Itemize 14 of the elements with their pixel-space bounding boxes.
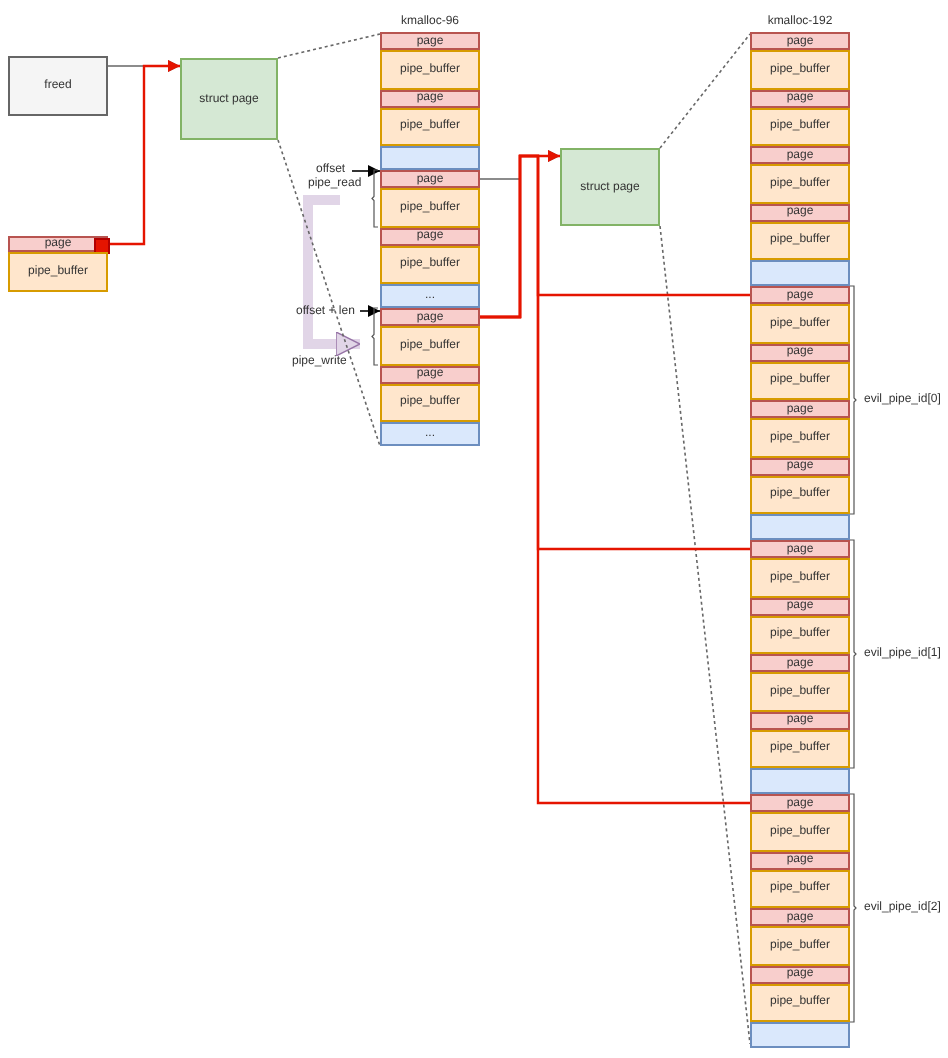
zoom-line — [659, 33, 751, 149]
zoom-line — [277, 139, 381, 447]
free-slot — [750, 260, 850, 286]
arrow — [359, 305, 381, 317]
zoom-line — [659, 225, 751, 1045]
free-slot — [750, 768, 850, 794]
zoom-line — [277, 33, 381, 59]
free-slot — [750, 1022, 850, 1048]
free-slot — [380, 146, 480, 170]
connector-line — [480, 154, 750, 805]
arrow — [303, 195, 361, 357]
arrow — [351, 165, 381, 177]
free-slot — [750, 514, 850, 540]
arrow — [110, 60, 180, 246]
